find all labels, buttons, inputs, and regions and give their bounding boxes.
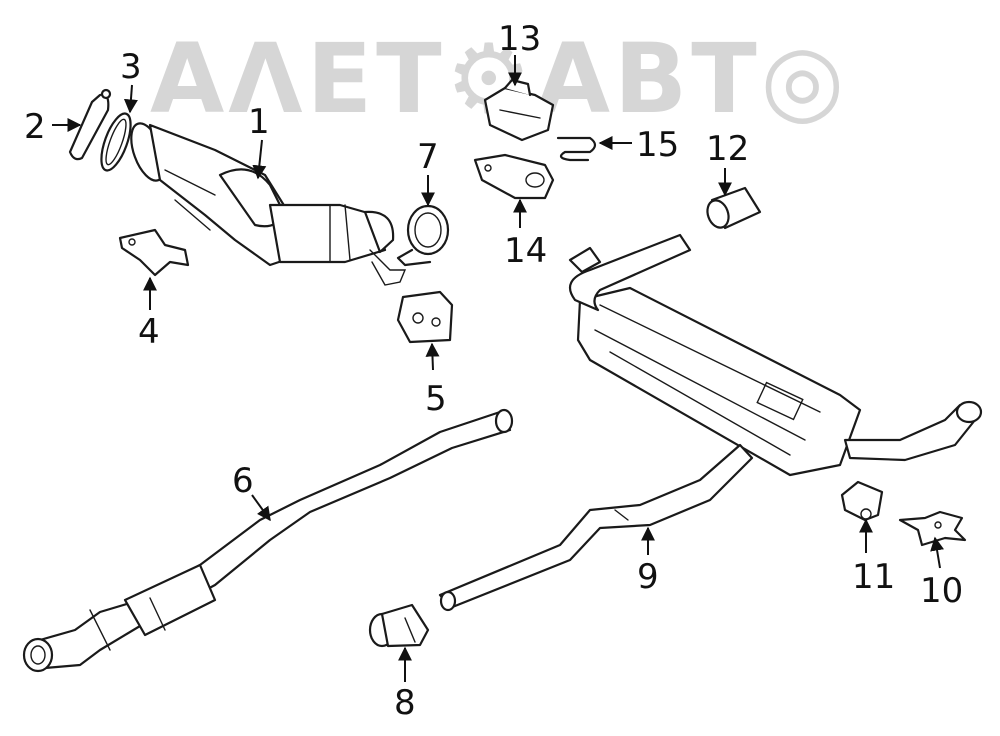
callout-9: 9 bbox=[637, 557, 659, 597]
callout-11: 11 bbox=[852, 557, 895, 597]
part-1-catalytic-converter[interactable] bbox=[125, 119, 407, 286]
part-6-center-pipe[interactable] bbox=[22, 408, 514, 673]
part-13-actuator[interactable] bbox=[483, 78, 555, 142]
callout-4: 4 bbox=[138, 312, 160, 352]
callout-12: 12 bbox=[706, 129, 749, 169]
callout-5: 5 bbox=[425, 379, 447, 419]
part-5-rubber-hanger[interactable] bbox=[396, 290, 454, 344]
part-11-bracket[interactable] bbox=[840, 480, 884, 522]
rear-muffler[interactable] bbox=[568, 233, 983, 477]
callout-14: 14 bbox=[504, 231, 547, 271]
callout-1: 1 bbox=[248, 102, 270, 142]
part-9-tail-pipe[interactable] bbox=[438, 443, 754, 612]
callout-10: 10 bbox=[920, 571, 963, 611]
part-14-gasket-plate[interactable] bbox=[473, 153, 555, 200]
part-15-clip[interactable] bbox=[556, 136, 597, 162]
part-12-pipe-sleeve[interactable] bbox=[704, 186, 762, 231]
part-7-hanger-ring[interactable] bbox=[396, 204, 450, 267]
callout-15: 15 bbox=[636, 125, 679, 165]
callout-8: 8 bbox=[394, 683, 416, 723]
part-4-bracket[interactable] bbox=[118, 228, 190, 277]
callout-13: 13 bbox=[498, 19, 541, 59]
leader-lines bbox=[52, 55, 944, 682]
callout-2: 2 bbox=[24, 107, 46, 147]
callout-6: 6 bbox=[232, 461, 254, 501]
part-2-clamp-band[interactable] bbox=[68, 88, 112, 161]
callout-7: 7 bbox=[417, 137, 439, 177]
part-10-hanger-bracket[interactable] bbox=[898, 510, 967, 547]
part-8-pipe-clamp[interactable] bbox=[368, 603, 430, 648]
part-3-gasket-ring[interactable] bbox=[95, 110, 136, 174]
callout-3: 3 bbox=[120, 47, 142, 87]
